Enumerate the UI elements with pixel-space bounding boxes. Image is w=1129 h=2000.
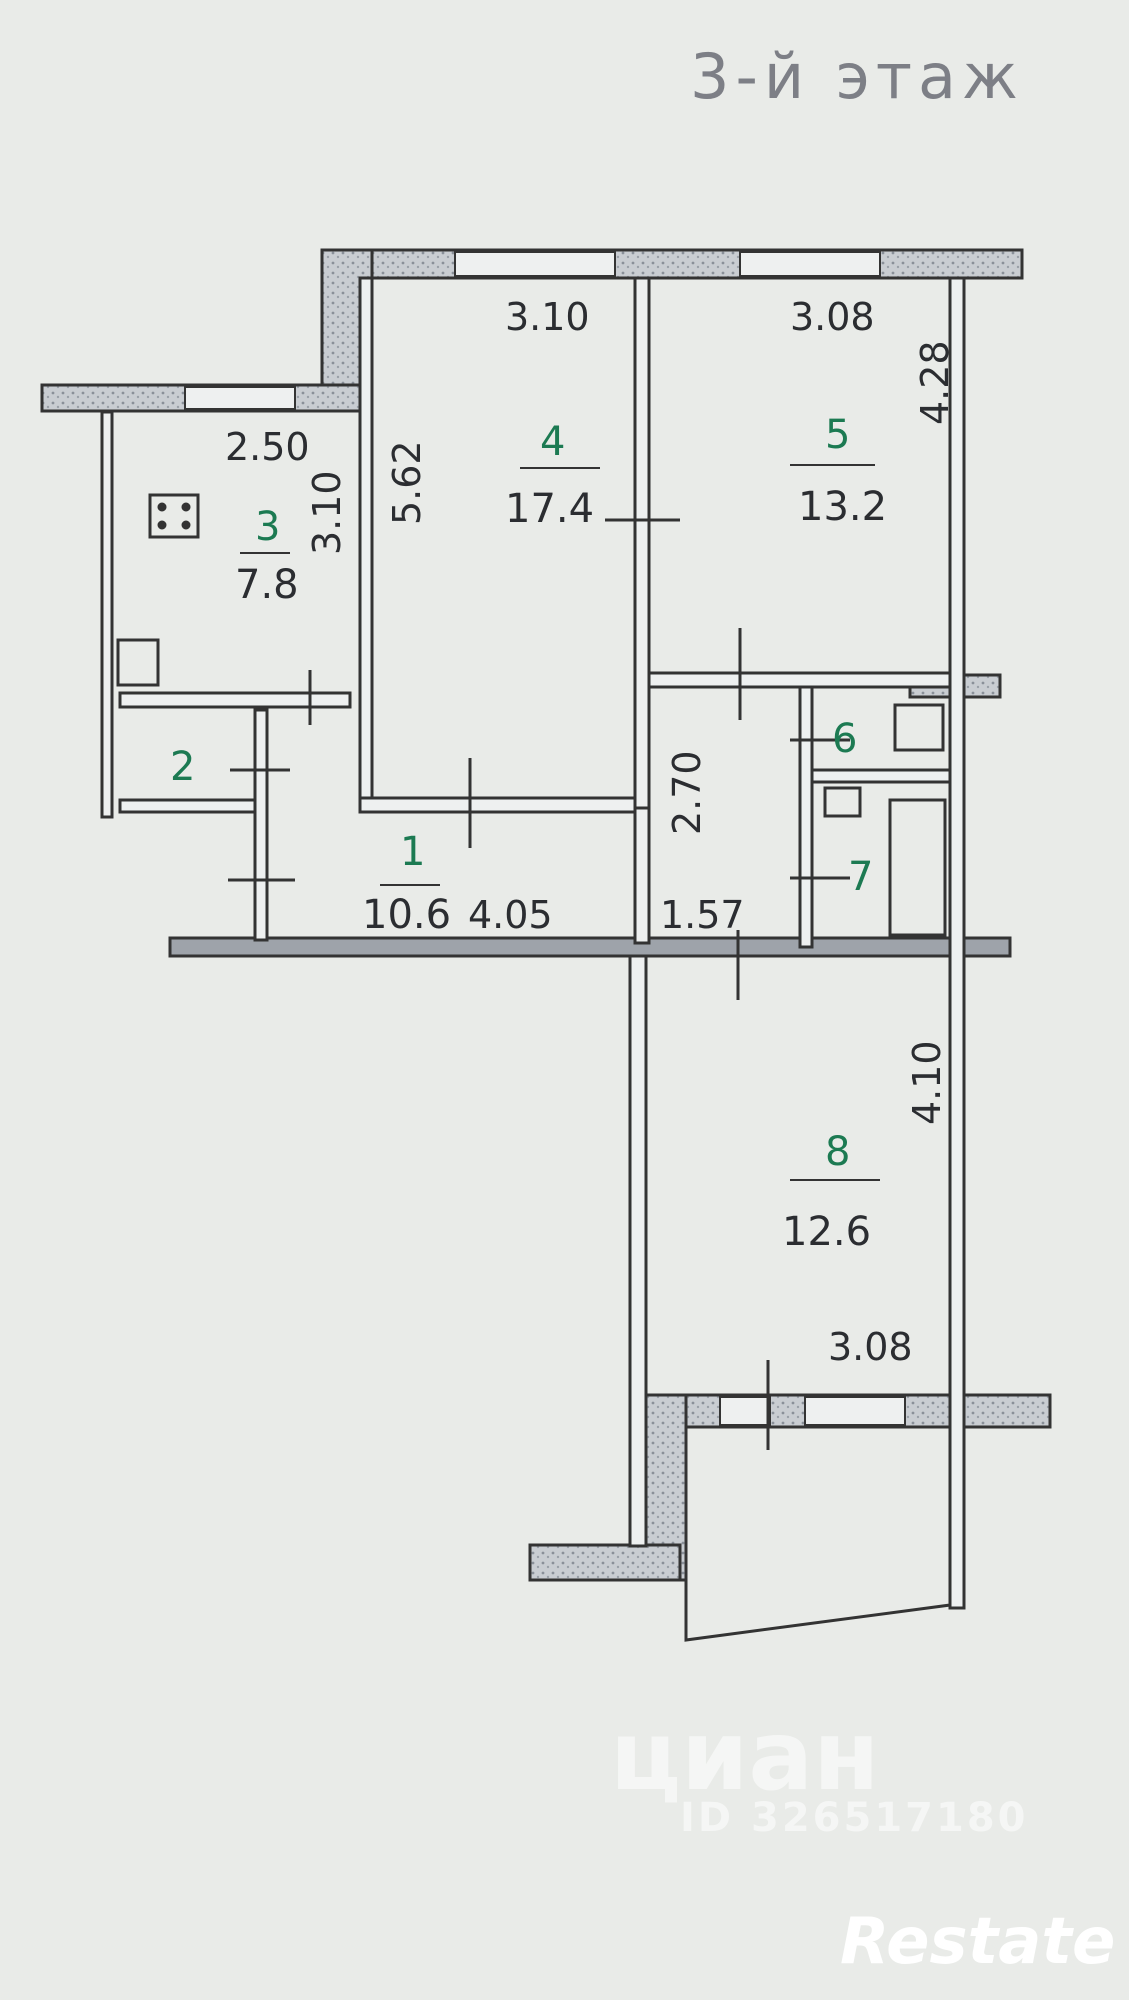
bathtub-icon <box>888 798 947 937</box>
dim-room5-length: 4.28 <box>913 340 957 425</box>
exterior-walls <box>40 248 1052 1582</box>
sink-icon <box>116 638 160 687</box>
svg-text:5: 5 <box>825 412 850 458</box>
toilet-icon <box>893 703 945 752</box>
svg-text:8: 8 <box>825 1129 850 1175</box>
interior-walls <box>100 276 966 1642</box>
dim-room5-width: 3.08 <box>790 295 875 339</box>
svg-text:13.2: 13.2 <box>798 484 887 530</box>
room-2-label: 2 <box>170 744 195 790</box>
restate-logo: Restate <box>840 1905 1116 1979</box>
dim-room8-width: 3.08 <box>828 1325 913 1369</box>
room-7-label: 7 <box>848 854 873 900</box>
stove-icon <box>148 493 200 539</box>
washbasin-icon <box>823 786 862 818</box>
room-6-label: 6 <box>832 716 857 762</box>
dim-kitchen-length: 3.10 <box>305 470 349 555</box>
dim-room8-length: 4.10 <box>905 1040 949 1125</box>
floor-title: 3-й этаж <box>690 40 1024 113</box>
svg-text:6: 6 <box>832 716 857 762</box>
svg-text:7.8: 7.8 <box>235 562 299 608</box>
svg-text:7: 7 <box>848 854 873 900</box>
room-1-label: 1 10.6 <box>362 829 451 938</box>
room-8-label: 8 12.6 <box>782 1129 880 1255</box>
cian-watermark: циан <box>610 1700 880 1812</box>
svg-text:12.6: 12.6 <box>782 1209 871 1255</box>
dim-hall-length: 4.05 <box>468 893 553 937</box>
room-3-label: 3 7.8 <box>235 504 299 608</box>
svg-text:4: 4 <box>540 419 565 465</box>
svg-text:1: 1 <box>400 829 425 875</box>
svg-text:17.4: 17.4 <box>505 486 594 532</box>
svg-text:2: 2 <box>170 744 195 790</box>
listing-id-watermark: ID 326517180 <box>680 1795 1029 1841</box>
dim-corridor-width: 1.57 <box>660 893 745 937</box>
svg-text:10.6: 10.6 <box>362 892 451 938</box>
dim-room4-length: 5.62 <box>385 440 429 525</box>
fixtures <box>116 493 947 937</box>
dim-corridor-length: 2.70 <box>665 750 709 835</box>
room-5-label: 5 13.2 <box>790 412 887 530</box>
dim-room4-width: 3.10 <box>505 295 590 339</box>
svg-text:3: 3 <box>255 504 280 550</box>
door-marks <box>228 518 850 1450</box>
room-4-label: 4 17.4 <box>505 419 600 532</box>
dim-kitchen-width: 2.50 <box>225 425 310 469</box>
